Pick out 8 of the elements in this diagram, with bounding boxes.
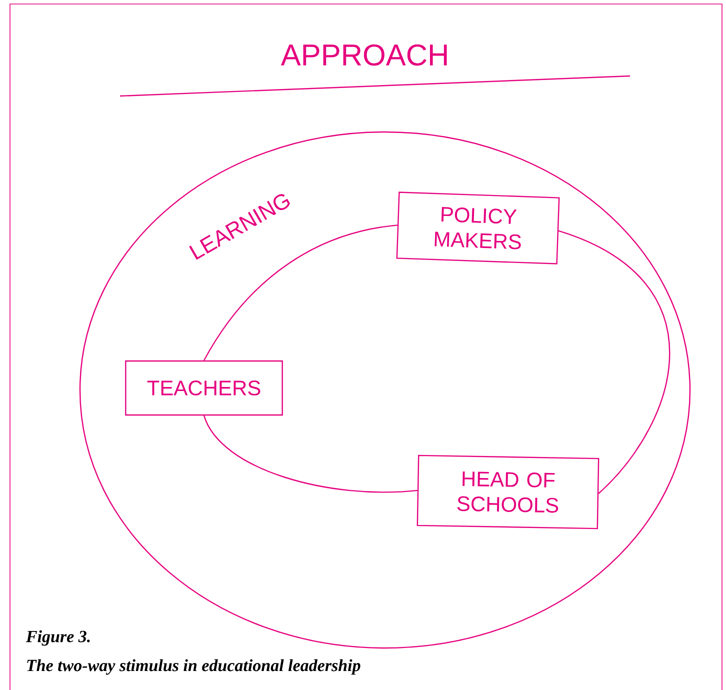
label-box: TEACHERS <box>125 360 283 416</box>
connector-line <box>203 224 398 361</box>
label-box: POLICY MAKERS <box>396 192 560 264</box>
label-box: HEAD OF SCHOOLS <box>416 454 600 530</box>
connector-line <box>203 415 418 493</box>
title: APPROACH <box>280 44 447 66</box>
connector-line <box>558 230 670 494</box>
caption: The two-way stimulus in educational leadership <box>27 659 360 675</box>
